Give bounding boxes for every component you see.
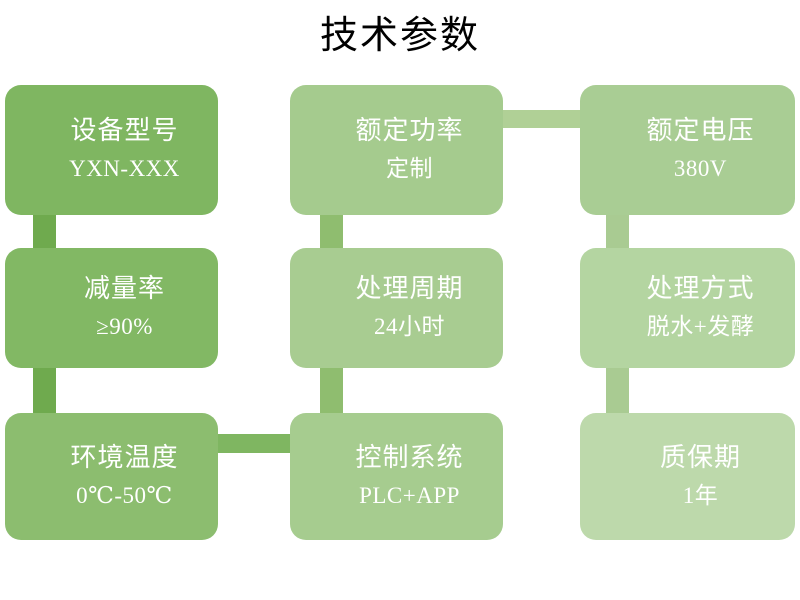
connector-horizontal-bottom-left <box>198 434 318 453</box>
card-treatment-cycle[interactable]: 处理周期 24小时 <box>290 248 503 368</box>
page-title: 技术参数 <box>319 15 480 57</box>
card-reduction-rate[interactable]: 减量率 ≥90% <box>5 248 218 368</box>
card-control-system[interactable]: 控制系统 PLC+APP <box>290 413 503 540</box>
card-warranty-period[interactable]: 质保期 1年 <box>580 413 795 540</box>
card-device-model-value: YXN-XXX <box>69 156 180 181</box>
card-ambient-temperature[interactable]: 环境温度 0℃-50℃ <box>5 413 218 540</box>
card-device-model-label: 设备型号 <box>70 116 179 145</box>
card-rated-power[interactable]: 额定功率 定制 <box>290 85 503 215</box>
card-warranty-period-label: 质保期 <box>659 442 741 472</box>
card-control-system-value: PLC+APP <box>359 482 460 508</box>
card-warranty-period-value: 1年 <box>682 482 719 508</box>
card-treatment-method-label: 处理方式 <box>646 274 755 303</box>
card-ambient-temperature-label: 环境温度 <box>70 442 179 472</box>
card-control-system-label: 控制系统 <box>355 442 464 472</box>
card-reduction-rate-value: ≥90% <box>96 314 153 339</box>
card-reduction-rate-label: 减量率 <box>83 274 165 303</box>
card-device-model[interactable]: 设备型号 YXN-XXX <box>5 85 218 215</box>
card-rated-voltage[interactable]: 额定电压 380V <box>580 85 795 215</box>
card-treatment-method-value: 脱水+发酵 <box>646 314 755 339</box>
card-rated-voltage-value: 380V <box>673 156 728 181</box>
card-ambient-temperature-value: 0℃-50℃ <box>76 482 173 508</box>
card-rated-voltage-label: 额定电压 <box>646 116 755 145</box>
card-treatment-method[interactable]: 处理方式 脱水+发酵 <box>580 248 795 368</box>
card-treatment-cycle-value: 24小时 <box>373 314 445 339</box>
card-treatment-cycle-label: 处理周期 <box>355 274 464 303</box>
card-rated-power-label: 额定功率 <box>355 116 464 145</box>
card-rated-power-value: 定制 <box>385 156 433 181</box>
